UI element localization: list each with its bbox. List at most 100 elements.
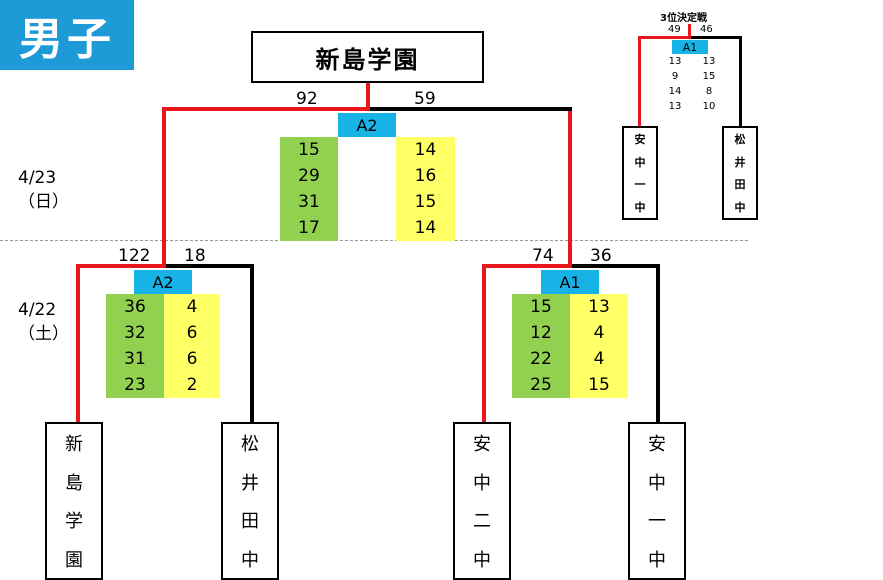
third-place-winner-stem	[688, 24, 691, 38]
semi-right-right-horizontal	[572, 264, 660, 268]
team-4-char-2: 中	[648, 472, 666, 494]
third-place-left-q1: 13	[668, 56, 682, 67]
team-1-char-3: 学	[65, 511, 83, 533]
team-2-char-2: 井	[241, 472, 259, 494]
third-place-court-badge: A1	[672, 40, 708, 54]
third-place-right-vertical	[739, 36, 742, 128]
semi-left-court-badge: A2	[134, 270, 192, 294]
semi-right-right-score: 36	[590, 246, 612, 266]
final-left-q1: 15	[298, 140, 320, 160]
third-place-left-q4: 13	[668, 101, 682, 112]
final-right-q4: 14	[414, 218, 437, 238]
final-left-score: 92	[296, 89, 318, 109]
third-place-left-q3: 14	[668, 86, 682, 97]
tp-team-2-char-1: 松	[734, 133, 746, 147]
final-left-q4: 17	[298, 218, 320, 238]
semi-left-right-quarters: 4 6 6 2	[164, 294, 220, 398]
tp-team-2-char-2: 井	[734, 155, 746, 169]
final-right-horizontal	[370, 107, 572, 111]
tp-team-1-char-4: 中	[634, 200, 646, 214]
champion-box: 新島学園	[251, 31, 484, 83]
semi-right-right-q2: 4	[593, 323, 605, 343]
team-4-char-4: 中	[648, 549, 666, 571]
third-place-right-quarters: 13 15 8 10	[694, 54, 724, 114]
semi-left-right-q2: 6	[186, 323, 198, 343]
tp-team-1-char-2: 中	[634, 155, 646, 169]
semi-left-right-q3: 6	[186, 349, 198, 369]
final-court-badge: A2	[338, 113, 396, 137]
semi-left-left-q2: 32	[124, 323, 146, 343]
team-3-char-2: 中	[473, 472, 491, 494]
semi-left-left-q3: 31	[124, 349, 146, 369]
team-2-char-4: 中	[241, 549, 259, 571]
final-right-q1: 14	[414, 140, 437, 160]
semi-right-left-quarters: 15 12 22 25	[512, 294, 570, 398]
third-place-right-score: 46	[700, 24, 713, 35]
third-place-team-annaka-ichi-chu: 安 中 一 中	[622, 126, 658, 220]
final-left-vertical	[162, 107, 166, 268]
team-2-char-1: 松	[241, 434, 259, 456]
semi-left-right-horizontal	[166, 264, 254, 268]
team-4-char-1: 安	[648, 434, 666, 456]
third-place-right-q1: 13	[702, 56, 716, 67]
third-place-label: 3位決定戦	[660, 13, 707, 24]
semi-left-left-q4: 23	[124, 375, 146, 395]
date-day2-date: 4/23	[18, 168, 57, 188]
semi-right-right-q4: 15	[588, 375, 610, 395]
semi-right-right-q3: 4	[593, 349, 605, 369]
date-day2: 4/23 （日）	[18, 166, 69, 214]
day-separator	[0, 240, 748, 241]
team-4-char-3: 一	[648, 511, 666, 533]
team-1-char-4: 園	[65, 549, 83, 571]
team-1-char-2: 島	[65, 472, 83, 494]
third-place-left-vertical	[638, 36, 641, 128]
semi-left-left-q1: 36	[124, 297, 146, 317]
semi-left-right-q1: 4	[186, 297, 198, 317]
semi-right-right-vertical	[656, 264, 660, 424]
tp-team-2-char-3: 田	[734, 178, 746, 192]
semi-right-right-quarters: 13 4 4 15	[570, 294, 628, 398]
semi-right-left-horizontal	[482, 264, 572, 268]
tp-team-1-char-1: 安	[634, 133, 646, 147]
team-shintou-gakuen: 新 島 学 園	[45, 422, 103, 580]
semi-right-left-q4: 25	[530, 375, 552, 395]
final-right-vertical	[568, 111, 572, 268]
semi-left-right-vertical	[250, 264, 254, 424]
third-place-left-q2: 9	[671, 71, 679, 82]
division-title: 男子	[0, 0, 134, 70]
third-place-right-horizontal	[691, 36, 742, 39]
final-left-q3: 31	[298, 192, 320, 212]
team-matsuida-chu: 松 井 田 中	[221, 422, 279, 580]
team-3-char-1: 安	[473, 434, 491, 456]
final-right-q3: 15	[414, 192, 437, 212]
team-3-char-3: 二	[473, 511, 491, 533]
team-3-char-4: 中	[473, 549, 491, 571]
date-day1-date: 4/22	[18, 300, 57, 320]
third-place-right-q4: 10	[702, 101, 716, 112]
team-annaka-ni-chu: 安 中 二 中	[453, 422, 511, 580]
semi-right-court-badge: A1	[541, 270, 599, 294]
date-day2-weekday: （日）	[18, 192, 69, 212]
tp-team-2-char-4: 中	[734, 200, 746, 214]
final-right-q2: 16	[414, 166, 437, 186]
semi-left-left-quarters: 36 32 31 23	[106, 294, 164, 398]
semi-right-left-score: 74	[532, 246, 554, 266]
team-1-char-1: 新	[65, 434, 83, 456]
final-right-quarters: 14 16 15 14	[396, 137, 455, 241]
semi-right-right-q1: 13	[588, 297, 610, 317]
semi-left-left-vertical	[76, 264, 80, 424]
team-annaka-ichi-chu: 安 中 一 中	[628, 422, 686, 580]
final-right-score: 59	[414, 89, 436, 109]
third-place-right-q2: 15	[702, 71, 716, 82]
semi-left-right-q4: 2	[186, 375, 198, 395]
tp-team-1-char-3: 一	[634, 178, 646, 192]
third-place-left-quarters: 13 9 14 13	[660, 54, 690, 114]
third-place-team-matsuida-chu: 松 井 田 中	[722, 126, 758, 220]
final-left-horizontal	[162, 107, 370, 111]
semi-left-left-horizontal	[76, 264, 166, 268]
date-day1-weekday: （土）	[18, 324, 69, 344]
third-place-left-horizontal	[638, 36, 691, 39]
semi-right-left-q3: 22	[530, 349, 552, 369]
semi-left-right-score: 18	[184, 246, 206, 266]
semi-right-left-q2: 12	[530, 323, 552, 343]
